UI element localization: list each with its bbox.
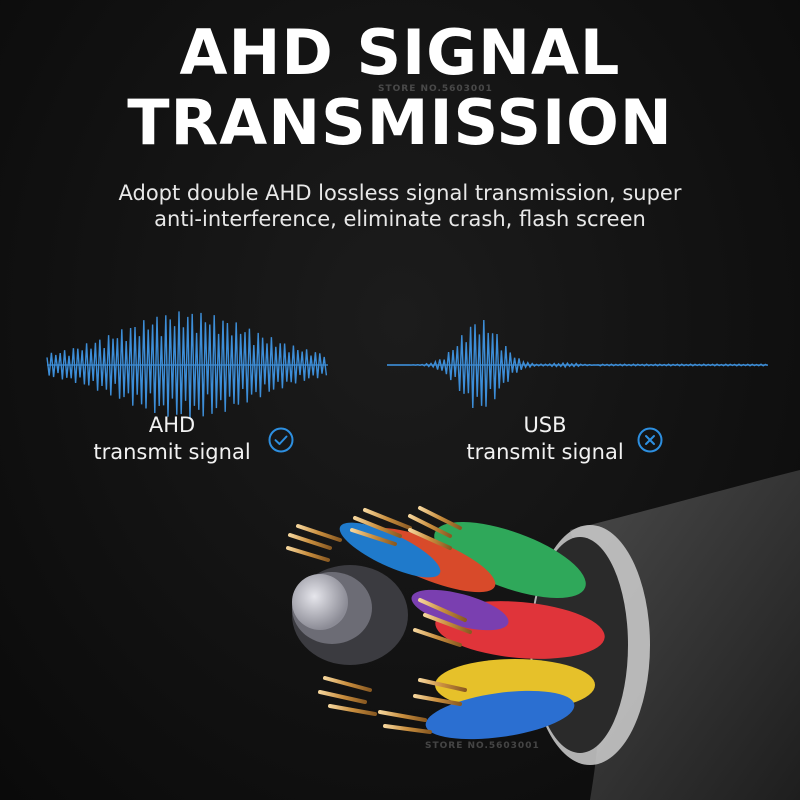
store-watermark-top: STORE NO.5603001 [378,84,493,94]
ahd-waveform [46,311,328,419]
usb-caption: USB transmit signal [445,412,645,466]
headline-line-2: TRANSMISSION [127,86,673,159]
subtitle-line-2: anti-interference, eliminate crash, flas… [154,207,646,231]
ahd-caption: AHD transmit signal [82,412,262,466]
headline-line-1: AHD SIGNAL [179,16,621,89]
usb-title: USB [523,413,567,437]
cable-cross-section-illustration [286,470,800,800]
check-circle-icon [268,427,294,453]
ahd-label: transmit signal [93,440,251,464]
ahd-title: AHD [148,413,196,437]
x-circle-icon [637,427,663,453]
subtitle: Adopt double AHD lossless signal transmi… [0,180,800,232]
subtitle-line-1: Adopt double AHD lossless signal transmi… [118,181,682,205]
store-watermark-bottom: STORE NO.5603001 [425,741,540,751]
headline: AHD SIGNAL TRANSMISSION [0,18,800,158]
usb-waveform [387,319,768,409]
usb-label: transmit signal [466,440,624,464]
